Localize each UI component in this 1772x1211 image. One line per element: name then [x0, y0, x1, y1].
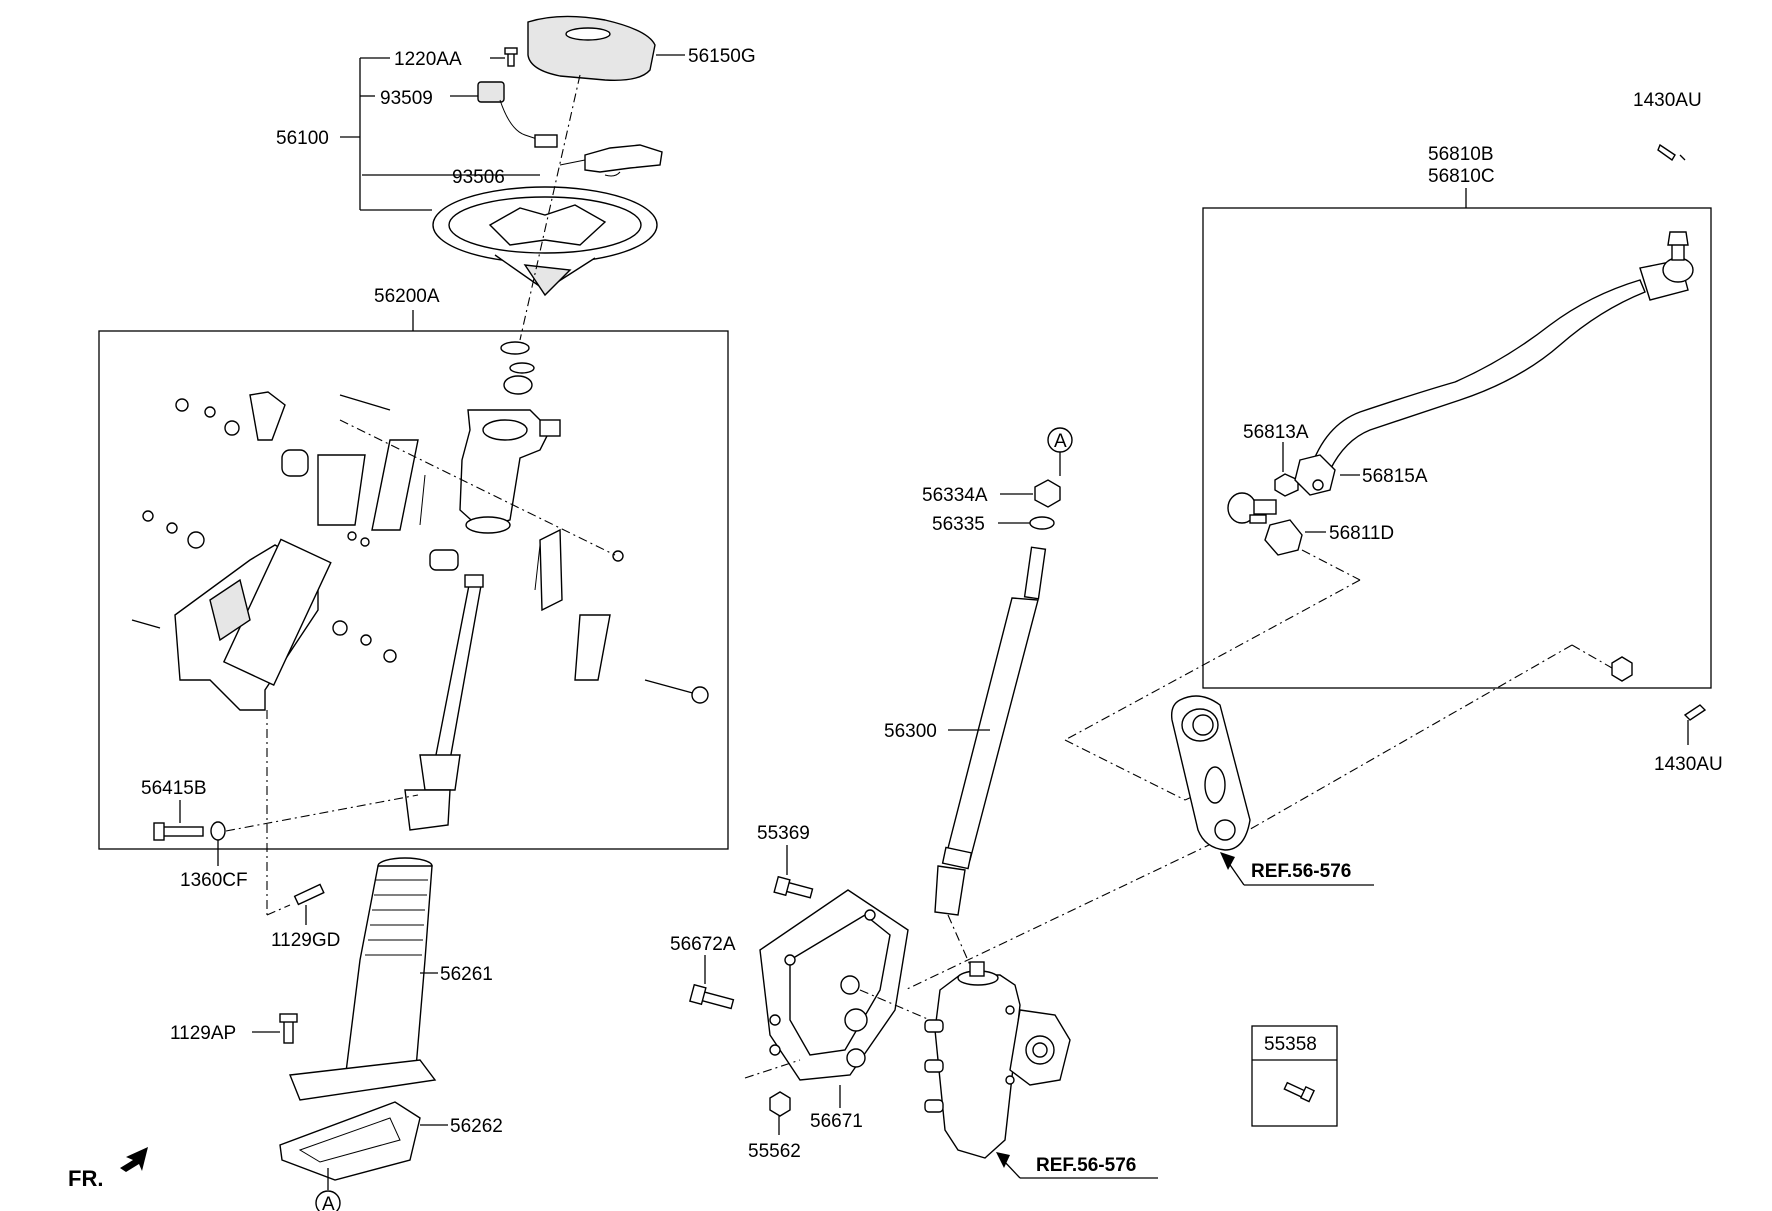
label-56671: 56671	[810, 1111, 863, 1132]
cotter-pin-top	[1657, 143, 1676, 162]
label-93506: 93506	[452, 167, 505, 188]
harness-93506	[559, 144, 663, 177]
column-fasteners-small	[131, 391, 624, 663]
label-1430AU-bottom: 1430AU	[1654, 754, 1723, 775]
label-1360CF: 1360CF	[180, 870, 248, 891]
bolt-55358	[1283, 1081, 1315, 1103]
nut-56334A	[1034, 479, 1061, 508]
castle-nut	[1611, 656, 1633, 682]
cotter-pin-bottom	[1683, 704, 1707, 721]
front-arrow-icon	[120, 1147, 148, 1172]
ref-arrow-right-icon	[1220, 852, 1235, 870]
bolt-56672A	[689, 983, 735, 1010]
column-shaft	[404, 574, 484, 831]
label-56813A: 56813A	[1243, 422, 1309, 443]
label-55369: 55369	[757, 823, 810, 844]
nut-55562	[769, 1091, 791, 1117]
drag-link-box	[1202, 207, 1712, 689]
label-56815A: 56815A	[1362, 466, 1428, 487]
label-56100: 56100	[276, 128, 329, 149]
label-1220AA: 1220AA	[394, 49, 462, 70]
marker-a-bottom	[315, 1190, 341, 1211]
bolt-1129GD	[293, 883, 325, 906]
bolt-55369	[773, 875, 814, 899]
steering-gear-box	[924, 961, 1071, 1159]
label-93509: 93509	[380, 88, 433, 109]
label-56415B: 56415B	[141, 778, 207, 799]
plate-56262	[279, 1101, 421, 1181]
label-55358: 55358	[1264, 1034, 1317, 1055]
washer-56335	[1029, 516, 1055, 530]
ref-bottom[interactable]: REF.56-576	[1036, 1155, 1136, 1176]
screw-1220AA	[504, 47, 518, 67]
label-56200A: 56200A	[374, 286, 440, 307]
marker-a-bottom-text: A	[322, 1194, 335, 1211]
label-56261: 56261	[440, 964, 493, 985]
label-56150G: 56150G	[688, 46, 756, 67]
label-56300: 56300	[884, 721, 937, 742]
washer-1360CF	[210, 821, 226, 841]
label-55562: 55562	[748, 1141, 801, 1162]
ref-right[interactable]: REF.56-576	[1251, 861, 1351, 882]
connector-93509	[477, 81, 558, 148]
joint-parts-small	[1227, 454, 1336, 556]
marker-a-top-text: A	[1054, 431, 1067, 452]
label-1430AU-top: 1430AU	[1633, 90, 1702, 111]
boot-56261	[289, 857, 437, 1101]
label-56334A: 56334A	[922, 485, 988, 506]
label-56262: 56262	[450, 1116, 503, 1137]
bolt-1129AP	[279, 1013, 298, 1044]
horn-cover-56150G	[527, 15, 656, 81]
column-assembly-box	[98, 330, 729, 850]
label-1129GD: 1129GD	[271, 930, 340, 951]
label-1129AP: 1129AP	[170, 1023, 236, 1044]
bracket-56671	[759, 889, 909, 1081]
label-56811D: 56811D	[1329, 523, 1394, 544]
column-bracket-left	[174, 538, 332, 711]
front-indicator: FR.	[68, 1166, 103, 1191]
pitman-arm	[1170, 695, 1251, 851]
column-upper-bearings	[500, 341, 535, 395]
label-56810B: 56810B	[1428, 144, 1494, 165]
column-tilt-plates	[317, 439, 709, 704]
label-56335: 56335	[932, 514, 985, 535]
bolt-56415B	[153, 822, 204, 841]
steering-wheel-56100	[432, 186, 658, 297]
label-56672A: 56672A	[670, 934, 736, 955]
label-56810C: 56810C	[1428, 166, 1495, 187]
drag-link-tube	[1309, 231, 1694, 471]
intermediate-shaft-56300	[934, 546, 1047, 916]
column-lock-housing	[459, 409, 561, 534]
part-box-55358	[1251, 1025, 1338, 1127]
